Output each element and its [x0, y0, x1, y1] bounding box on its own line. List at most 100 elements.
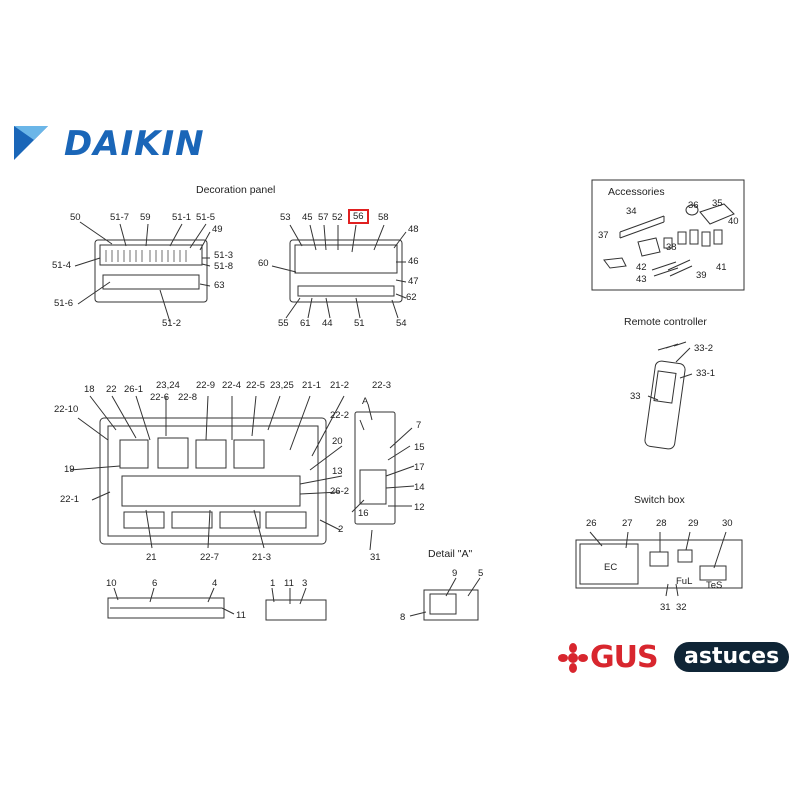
- part-label: 22-4: [222, 380, 242, 391]
- part-label: 51-5: [196, 212, 216, 223]
- part-label: 16: [358, 508, 369, 519]
- part-label: 21-1: [302, 380, 322, 391]
- part-label: 51-2: [162, 318, 182, 329]
- part-label: 22-1: [60, 494, 80, 505]
- part-label: 22-3: [372, 380, 392, 391]
- part-label: 33-2: [694, 343, 714, 354]
- part-label: 12: [414, 502, 425, 513]
- highlighted-part-56: 56: [348, 209, 369, 224]
- switch-box-title: Switch box: [634, 494, 685, 506]
- detail-a-title: Detail "A": [428, 548, 473, 560]
- part-label: 5: [478, 568, 484, 579]
- part-label: 15: [414, 442, 425, 453]
- part-label: 43: [636, 274, 647, 285]
- part-label: 4: [212, 578, 218, 589]
- daikin-logo: DAIKIN: [14, 118, 214, 164]
- part-label: 11: [284, 578, 294, 589]
- part-label: 22-2: [330, 410, 350, 421]
- part-label: 21-3: [252, 552, 272, 563]
- part-label: 61: [300, 318, 311, 329]
- part-label: 49: [212, 224, 223, 235]
- part-label: 55: [278, 318, 289, 329]
- part-label: 59: [140, 212, 151, 223]
- part-label: 36: [688, 200, 699, 211]
- part-label: 21: [146, 552, 157, 563]
- accessories-title: Accessories: [608, 186, 665, 198]
- part-label: 31: [660, 602, 671, 613]
- part-label: 14: [414, 482, 425, 493]
- part-label: 22-10: [54, 404, 79, 415]
- part-label: 22: [106, 384, 117, 395]
- part-label: 51-4: [52, 260, 72, 271]
- part-label: 18: [84, 384, 95, 395]
- part-label: 21-2: [330, 380, 350, 391]
- part-label: 3: [302, 578, 308, 589]
- part-label: 9: [452, 568, 458, 579]
- part-label: 54: [396, 318, 407, 329]
- daikin-logo-mark-icon: [14, 126, 48, 160]
- part-label: 23,24: [156, 380, 180, 391]
- part-label: 51-1: [172, 212, 192, 223]
- part-label: 1: [270, 578, 276, 589]
- part-label: 52: [332, 212, 343, 223]
- remote-controller-title: Remote controller: [624, 316, 707, 328]
- gus-flower-icon: [558, 643, 588, 673]
- part-label: 42: [636, 262, 647, 273]
- part-label: TeS: [706, 580, 723, 591]
- part-label: 27: [622, 518, 633, 529]
- part-label: 6: [152, 578, 158, 589]
- part-label: 30: [722, 518, 733, 529]
- part-label: 51-3: [214, 250, 234, 261]
- part-label: A: [362, 396, 369, 407]
- part-label: 35: [712, 198, 723, 209]
- part-label: 19: [64, 464, 75, 475]
- part-label: 34: [626, 206, 637, 217]
- part-label: 22-6: [150, 392, 170, 403]
- part-label: 57: [318, 212, 329, 223]
- part-label: 7: [416, 420, 422, 431]
- part-label: 17: [414, 462, 425, 473]
- part-label: 51-7: [110, 212, 130, 223]
- astuces-badge: astuces: [674, 642, 790, 672]
- part-label: 22-9: [196, 380, 216, 391]
- part-label: 33: [630, 391, 641, 402]
- part-label: 39: [696, 270, 707, 281]
- part-label: 26-1: [124, 384, 144, 395]
- decoration-panel-title: Decoration panel: [196, 184, 276, 196]
- part-label: 62: [406, 292, 417, 303]
- part-label: 31: [370, 552, 381, 563]
- part-label: 53: [280, 212, 291, 223]
- part-label: 51: [354, 318, 365, 329]
- part-label: 63: [214, 280, 225, 291]
- daikin-logo-text: DAIKIN: [64, 124, 205, 164]
- part-label: 22-8: [178, 392, 198, 403]
- part-label: 11: [236, 610, 246, 621]
- part-label: 46: [408, 256, 419, 267]
- part-label: EC: [604, 562, 618, 573]
- part-label: 60: [258, 258, 269, 269]
- part-label: 51-8: [214, 261, 234, 272]
- part-label: 10: [106, 578, 117, 589]
- part-label: 22-7: [200, 552, 220, 563]
- part-label: 22-5: [246, 380, 266, 391]
- part-label: 58: [378, 212, 389, 223]
- part-label: 41: [716, 262, 727, 273]
- part-label: 33-1: [696, 368, 716, 379]
- part-label: 37: [598, 230, 609, 241]
- part-label: 44: [322, 318, 333, 329]
- gus-text: GUS: [590, 640, 659, 675]
- part-label: 13: [332, 466, 343, 477]
- part-label: 38: [666, 242, 677, 253]
- part-label: 23,25: [270, 380, 294, 391]
- part-label: 8: [400, 612, 406, 623]
- part-label: 40: [728, 216, 739, 227]
- part-label: 48: [408, 224, 419, 235]
- part-label: 28: [656, 518, 667, 529]
- part-label: 20: [332, 436, 343, 447]
- part-label: 29: [688, 518, 699, 529]
- part-label: FuL: [676, 576, 693, 587]
- part-label: 32: [676, 602, 687, 613]
- part-label: 47: [408, 276, 419, 287]
